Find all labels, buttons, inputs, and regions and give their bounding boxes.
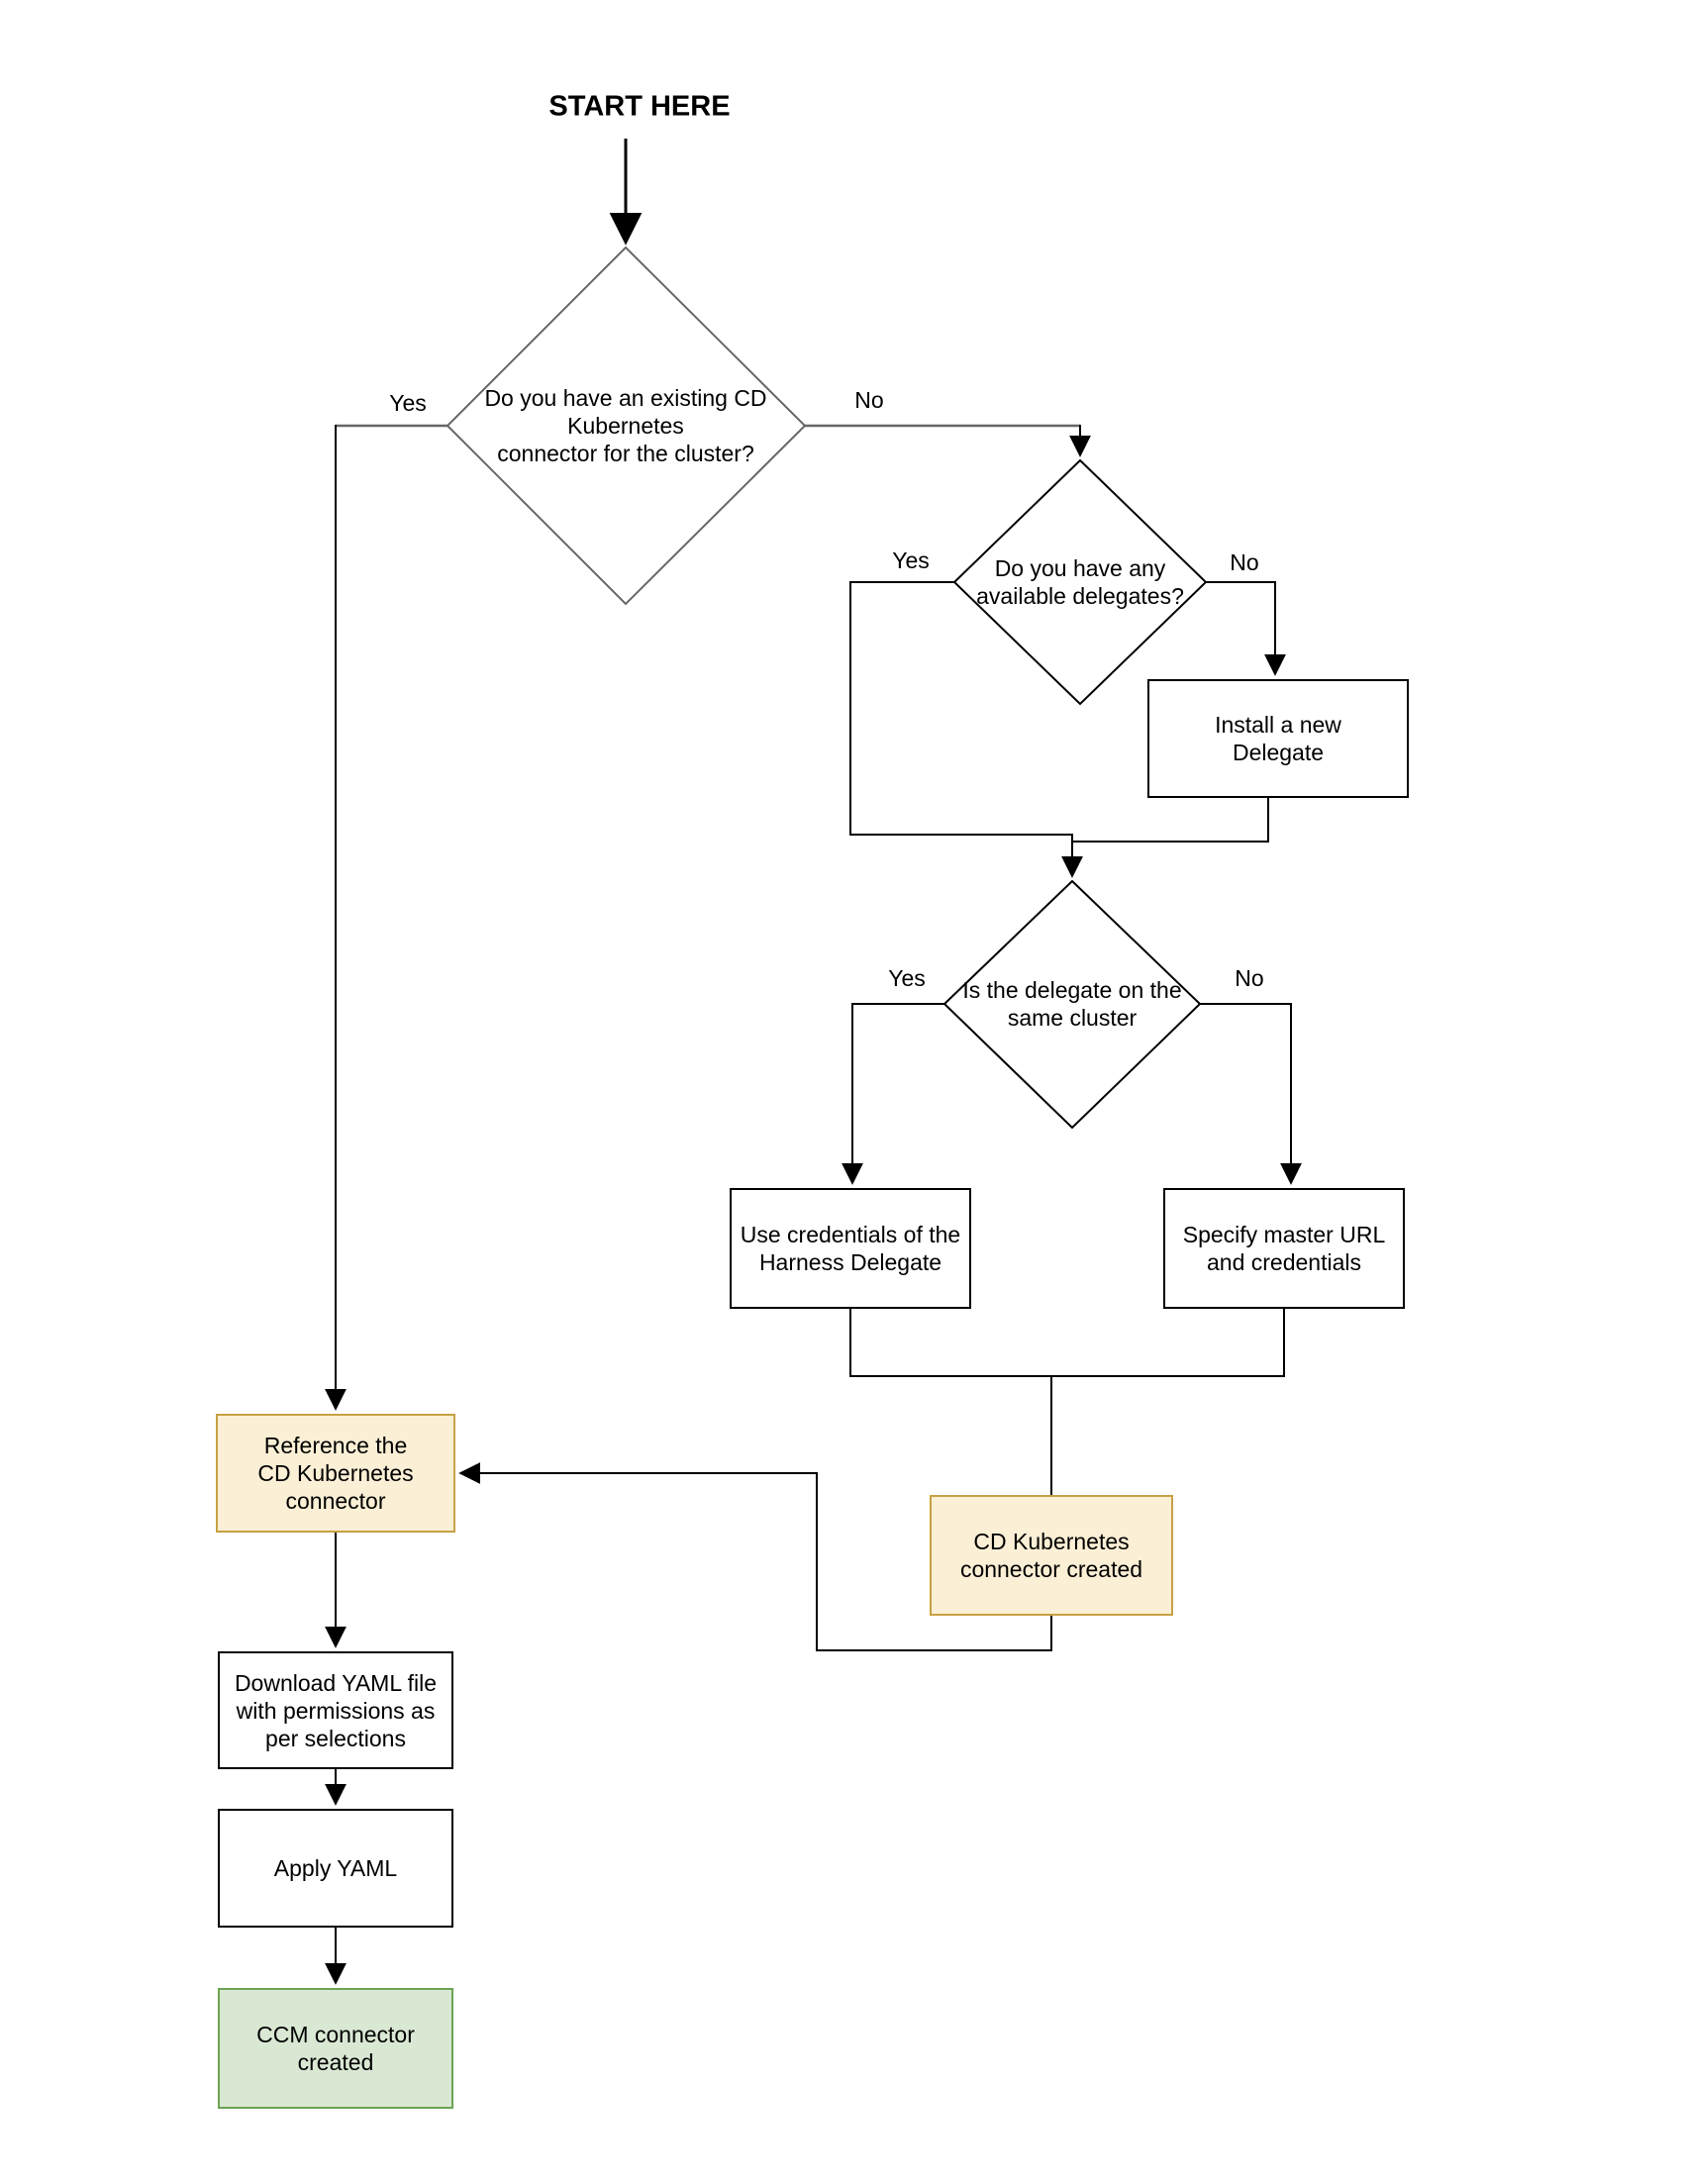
use-credentials-box: Use credentials of the Harness Delegate [730, 1188, 971, 1309]
ccm-connector-created-box: CCM connector created [218, 1988, 453, 2109]
edge-use-credentials-to-created [849, 1309, 1052, 1495]
edge-no2-to-install [1206, 581, 1286, 676]
decision-existing-connector-shape [446, 246, 807, 606]
edge-label-no-same-cluster: No [1235, 965, 1264, 991]
reference-connector-box: Reference the CD Kubernetes connector [216, 1414, 455, 1533]
edge-label-yes-same-cluster: Yes [888, 965, 926, 991]
specify-master-url-box: Specify master URL and credentials [1163, 1188, 1405, 1309]
download-yaml-box: Download YAML file with permissions as p… [218, 1651, 453, 1769]
edge-label-no-delegates: No [1230, 549, 1259, 575]
edge-specify-to-created [1051, 1309, 1285, 1377]
edge-install-to-decision3 [1073, 798, 1269, 843]
edge-yes2-to-decision3 [849, 581, 1083, 878]
edge-no3-to-specify [1200, 1003, 1302, 1185]
edge-created-to-reference [458, 1462, 1052, 1651]
start-here-label: START HERE [548, 90, 731, 123]
install-delegate-box: Install a new Delegate [1147, 679, 1409, 798]
edge-label-yes-existing: Yes [389, 390, 427, 416]
apply-yaml-box: Apply YAML [218, 1809, 453, 1928]
edge-yes3-to-use-credentials [842, 1003, 944, 1185]
edge-label-no-existing: No [854, 387, 884, 413]
decision-available-delegates-shape [952, 458, 1208, 706]
cd-connector-created-box: CD Kubernetes connector created [930, 1495, 1173, 1616]
decision-existing-connector-text: Do you have an existing CD Kubernetes co… [484, 385, 767, 466]
edge-label-yes-delegates: Yes [892, 547, 930, 573]
decision-available-delegates-text: Do you have any available delegates? [976, 555, 1184, 609]
decision-same-cluster-text: Is the delegate on the same cluster [962, 977, 1182, 1031]
decision-same-cluster-shape [942, 879, 1202, 1130]
